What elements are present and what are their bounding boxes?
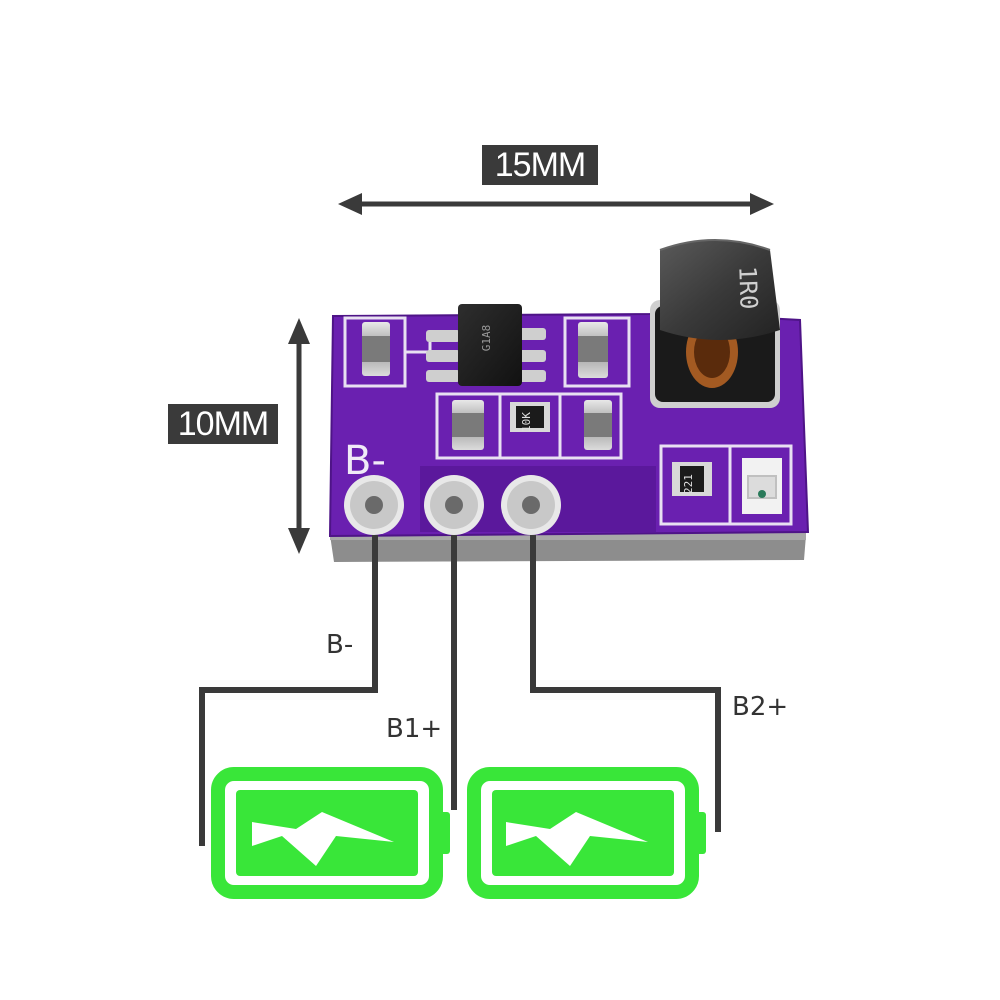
wire-label-b2-plus: B2+: [732, 692, 789, 722]
height-dimension-label: 10MM: [168, 404, 278, 444]
solder-pad-b-minus: [344, 475, 404, 535]
lightning-bolt-icon: [506, 812, 648, 866]
width-dimension-label: 15MM: [482, 145, 598, 185]
resistor2-marking: 221: [682, 474, 695, 494]
wire-label-b-minus: B-: [326, 630, 354, 660]
lightning-bolt-icon: [252, 812, 394, 866]
battery-right: [467, 767, 706, 899]
board-pin-label: B-: [344, 438, 386, 484]
wire-label-b1-plus: B1+: [386, 714, 443, 744]
width-dimension-arrow: [338, 193, 774, 215]
battery-left: [211, 767, 450, 899]
height-dimension-arrow: [288, 318, 310, 554]
pcb-board: [328, 239, 810, 562]
wiring: [199, 535, 721, 846]
solder-pad-b2-plus: [501, 475, 561, 535]
wire-b2-plus: [530, 535, 721, 832]
resistor-marking: 10K: [520, 412, 533, 432]
solder-pad-b1-plus: [424, 475, 484, 535]
chip-marking: G1A8: [480, 325, 493, 352]
wire-b-minus: [199, 535, 378, 846]
inductor-marking: 1R0: [733, 266, 762, 310]
